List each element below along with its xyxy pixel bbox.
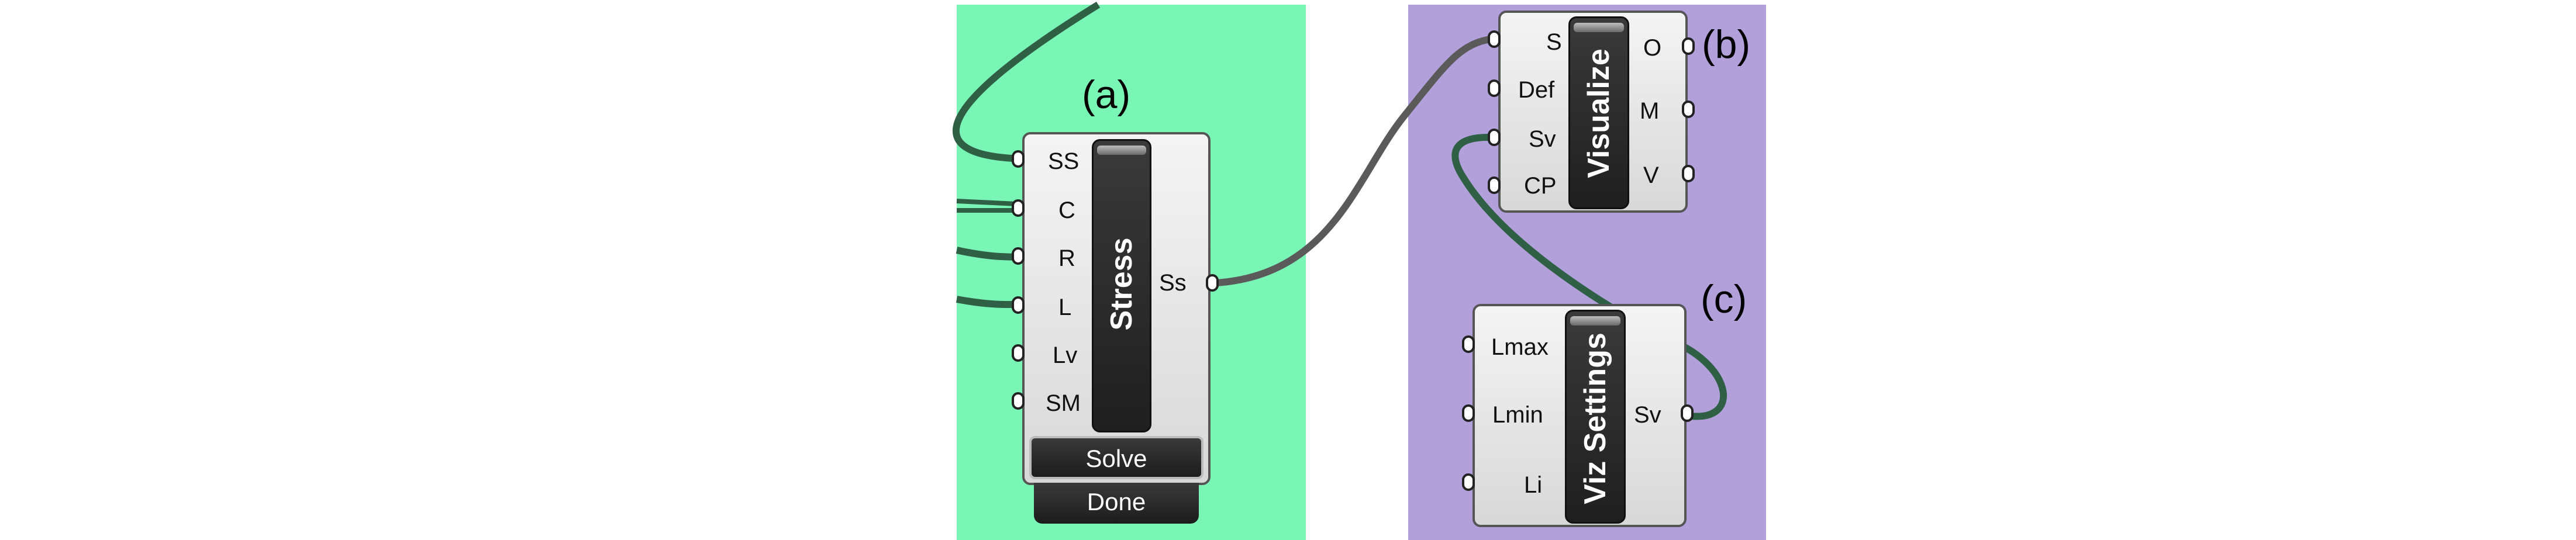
- output-port[interactable]: [1682, 37, 1695, 55]
- viz-settings-input-label: Lmax: [1491, 334, 1549, 360]
- bar-cap: [1570, 316, 1620, 326]
- output-port[interactable]: [1206, 274, 1219, 292]
- viz-settings-title: Viz Settings: [1578, 333, 1612, 504]
- viz-settings-output-label: Sv: [1634, 402, 1661, 428]
- output-port[interactable]: [1682, 165, 1695, 182]
- viz-settings-input-label: Li: [1524, 472, 1543, 498]
- done-button[interactable]: Done: [1034, 483, 1199, 524]
- stress-input-label: Lv: [1053, 342, 1078, 368]
- input-port[interactable]: [1012, 296, 1025, 314]
- stress-input-label: C: [1058, 198, 1075, 223]
- viz-settings-title-bar[interactable]: [1565, 310, 1626, 524]
- input-port[interactable]: [1012, 199, 1025, 217]
- input-port[interactable]: [1488, 79, 1501, 97]
- stress-input-label: SS: [1048, 148, 1080, 174]
- stress-output-label: Ss: [1159, 270, 1187, 296]
- visualize-component[interactable]: S Def Sv CP Visualize O M V: [1498, 11, 1688, 213]
- visualize-title: Visualize: [1582, 49, 1616, 178]
- stress-input-label: R: [1058, 245, 1075, 271]
- visualize-output-label: V: [1643, 162, 1659, 188]
- wire-ss-to-s[interactable]: [1216, 34, 1501, 286]
- viz-settings-component[interactable]: Lmax Lmin Li Viz Settings Sv: [1473, 304, 1687, 527]
- stress-input-label: L: [1058, 295, 1072, 320]
- visualize-input-label: Sv: [1529, 126, 1556, 152]
- visualize-title-bar[interactable]: [1568, 16, 1629, 209]
- wire-sv-loop[interactable]: [1451, 134, 1727, 420]
- output-port[interactable]: [1681, 404, 1694, 422]
- stress-component[interactable]: SS C R L Lv SM Stress Ss Solve: [1022, 132, 1211, 485]
- label-c: (c): [1701, 277, 1747, 321]
- stress-input-label: SM: [1046, 390, 1081, 416]
- visualize-output-label: O: [1643, 35, 1662, 61]
- label-a: (a): [1082, 72, 1131, 117]
- input-port[interactable]: [1462, 404, 1475, 422]
- solve-button[interactable]: Solve: [1029, 436, 1203, 479]
- viz-settings-input-label: Lmin: [1492, 402, 1543, 428]
- input-port[interactable]: [1462, 473, 1475, 491]
- bar-cap: [1574, 23, 1624, 32]
- stress-title-bar[interactable]: [1092, 139, 1151, 432]
- label-b: (b): [1702, 22, 1751, 67]
- visualize-input-label: CP: [1524, 173, 1557, 199]
- input-port[interactable]: [1012, 150, 1025, 168]
- input-port[interactable]: [1012, 344, 1025, 362]
- input-port[interactable]: [1488, 30, 1501, 48]
- input-port[interactable]: [1462, 335, 1475, 353]
- output-port[interactable]: [1682, 101, 1695, 118]
- input-port[interactable]: [1488, 176, 1501, 194]
- input-port[interactable]: [1012, 247, 1025, 265]
- wire-ss-in[interactable]: [952, 1, 1101, 162]
- visualize-input-label: S: [1546, 29, 1562, 55]
- visualize-output-label: M: [1640, 98, 1660, 124]
- bar-cap: [1097, 146, 1146, 155]
- input-port[interactable]: [1488, 129, 1501, 146]
- stress-title: Stress: [1105, 237, 1139, 331]
- input-port[interactable]: [1012, 392, 1025, 410]
- visualize-input-label: Def: [1518, 77, 1555, 103]
